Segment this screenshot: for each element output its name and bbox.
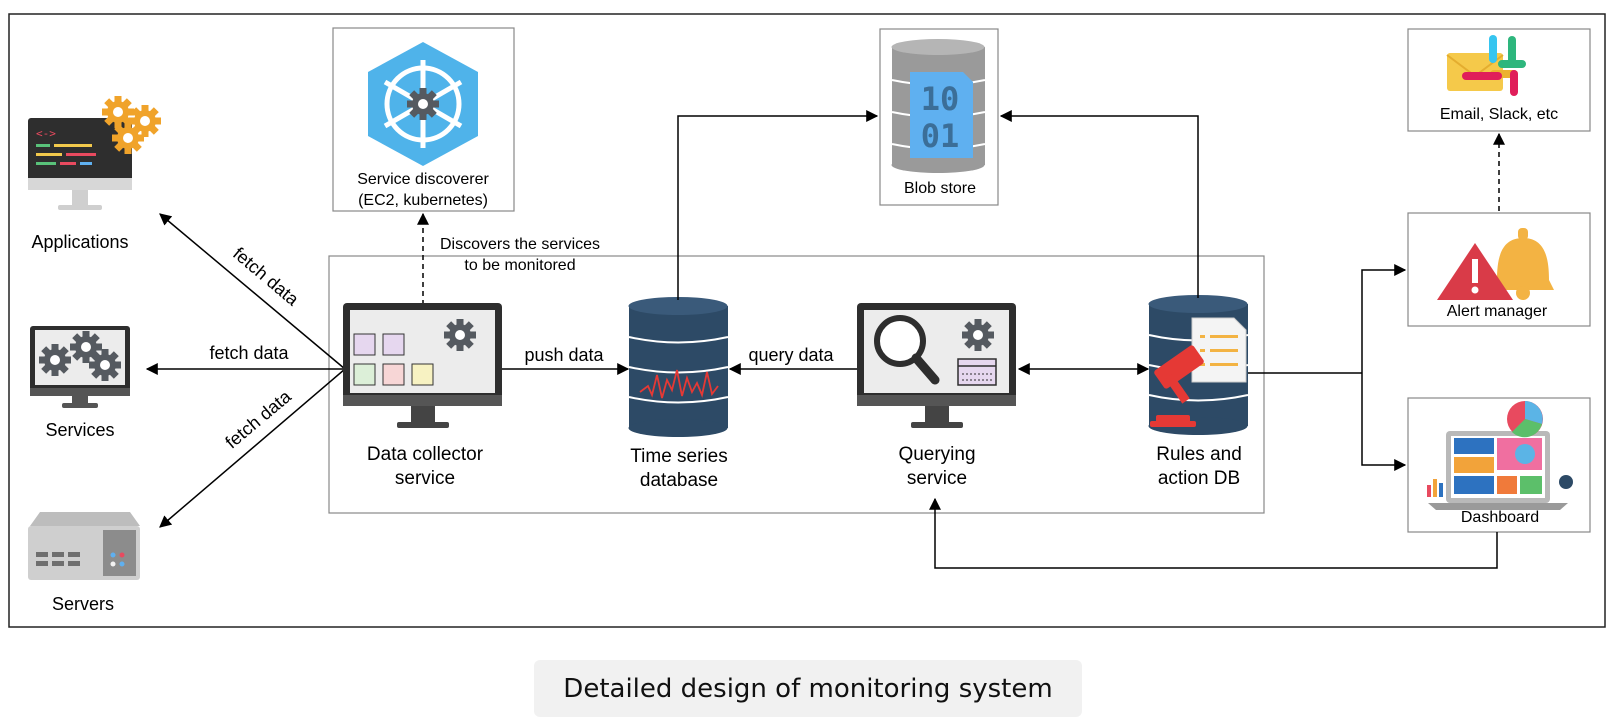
alert-manager-label: Alert manager	[1447, 303, 1548, 320]
blob-digits-1: 10	[921, 80, 960, 118]
page-title: Detailed design of monitoring system	[563, 673, 1053, 704]
branch-to-alert-arrow	[1361, 264, 1407, 373]
discover-label-1: Discovers the services	[440, 236, 600, 253]
servers-icon	[28, 512, 140, 580]
query-label: query data	[748, 345, 834, 365]
services-icon	[30, 326, 130, 408]
notification-label: Email, Slack, etc	[1440, 106, 1558, 123]
bell-icon	[1492, 228, 1554, 300]
servers-label: Servers	[52, 594, 114, 614]
warning-icon	[1437, 243, 1513, 300]
slack-icon	[1462, 35, 1526, 96]
service-discoverer-label-2: (EC2, kubernetes)	[358, 192, 488, 209]
fetch-servers-arrow	[159, 368, 346, 528]
core-system-box	[328, 255, 1265, 514]
applications-icon: <->	[28, 96, 161, 210]
dashboard-icon	[1427, 401, 1573, 510]
discover-label-2: to be monitored	[464, 257, 575, 274]
caption-box: Detailed design of monitoring system	[534, 660, 1082, 717]
fetch-apps-label: fetch data	[229, 243, 303, 310]
dashboard-label: Dashboard	[1461, 509, 1539, 526]
data-collector-label-2: service	[395, 468, 455, 489]
kubernetes-icon	[368, 42, 478, 166]
rules-db-label-1: Rules and	[1156, 444, 1242, 465]
data-collector-icon	[343, 303, 502, 428]
rules-to-blob-arrow	[999, 110, 1199, 298]
time-series-db-label-2: database	[640, 470, 718, 491]
rules-db-label-2: action DB	[1158, 468, 1240, 489]
time-series-db-label-1: Time series	[630, 446, 727, 467]
data-collector-label-1: Data collector	[367, 444, 484, 465]
services-label: Services	[45, 420, 114, 440]
querying-service-label-2: service	[907, 468, 967, 489]
svg-text:<->: <->	[36, 127, 56, 140]
querying-service-label-1: Querying	[898, 444, 975, 465]
blob-digits-2: 01	[921, 117, 960, 155]
fetch-services-label: fetch data	[209, 343, 289, 363]
querying-service-icon	[857, 303, 1016, 428]
outer-frame	[8, 13, 1606, 628]
blob-store-label: Blob store	[904, 180, 976, 197]
tsdb-to-blob-arrow	[677, 110, 879, 300]
branch-to-dashboard-arrow	[1361, 373, 1407, 471]
rules-db-icon	[1148, 295, 1249, 435]
fetch-apps-arrow	[159, 213, 346, 370]
push-label: push data	[524, 345, 604, 365]
blob-store-icon	[891, 39, 986, 173]
applications-label: Applications	[31, 232, 128, 252]
time-series-db-icon	[628, 297, 729, 437]
dashboard-to-query-arrow	[929, 497, 1498, 569]
service-discoverer-label-1: Service discoverer	[357, 171, 489, 188]
